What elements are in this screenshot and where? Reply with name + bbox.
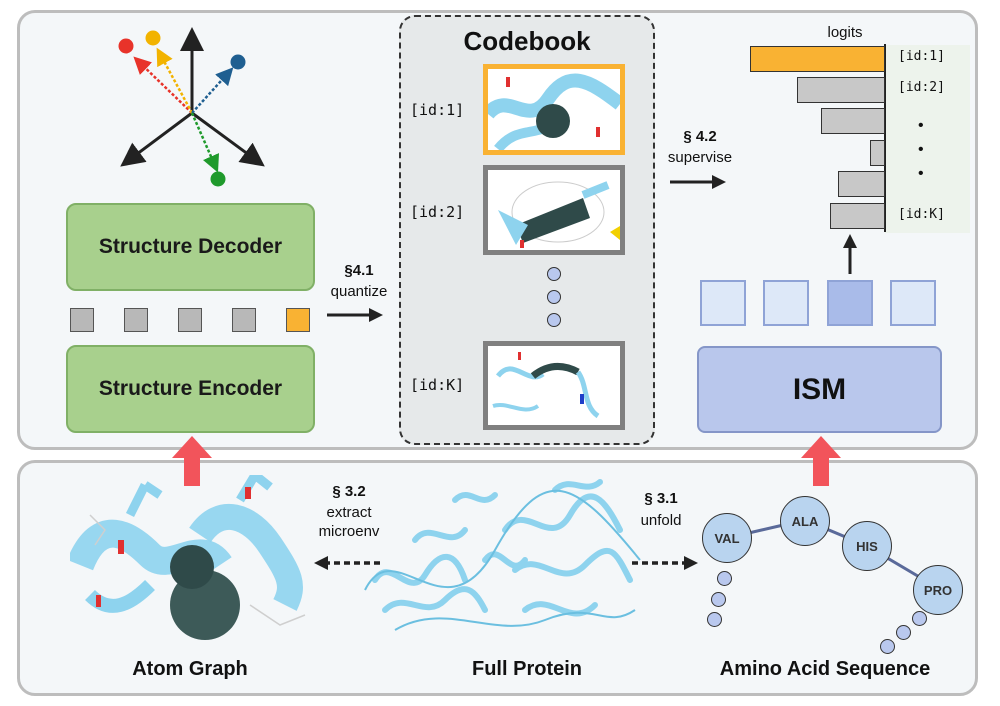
- extract-section: § 3.2: [332, 483, 366, 500]
- latent-token: [178, 308, 202, 332]
- quantize-section: §4.1: [344, 262, 374, 279]
- full-protein-title: Full Protein: [472, 658, 582, 680]
- logit-ellipsis-dot: •: [918, 141, 924, 158]
- structure-decoder-label: Structure Decoder: [98, 235, 283, 258]
- logits-title: logits: [827, 24, 863, 41]
- logit-bar-4: [870, 140, 885, 166]
- amino-acid-pro: PRO: [913, 565, 963, 615]
- ism-token: [890, 280, 936, 326]
- unfold-arrow: [632, 556, 698, 570]
- encoder-input-arrow: [172, 436, 212, 486]
- logit-ellipsis-dot: •: [918, 117, 924, 134]
- latent-token: [232, 308, 256, 332]
- quantize-label: quantize: [330, 283, 388, 300]
- codebook-id-1: [id:1]: [410, 101, 465, 119]
- logit-bar-k: [830, 203, 885, 229]
- latent-token: [70, 308, 94, 332]
- codebook-ellipsis-dot: [547, 267, 561, 281]
- amino-acid-his: HIS: [842, 521, 892, 571]
- axis-left: [120, 111, 193, 167]
- red-point: [118, 38, 134, 54]
- extract-arrow: [314, 556, 380, 570]
- codebook-entry-2: [483, 165, 625, 255]
- blue-point: [230, 54, 246, 70]
- codebook-id-k: [id:K]: [410, 376, 465, 394]
- codebook-entry-k: [483, 341, 625, 430]
- structure-thumbnail-k: [492, 352, 600, 419]
- amino-acid-sequence-title: Amino Acid Sequence: [719, 658, 931, 680]
- structure-decoder: Structure Decoder: [66, 203, 315, 291]
- supervise-label: supervise: [667, 149, 733, 166]
- supervise-section: § 4.2: [683, 128, 717, 145]
- amino-acid-ala: ALA: [780, 496, 830, 546]
- embedding-axes-diagram: [118, 27, 265, 187]
- structure-thumbnail-1: [488, 73, 620, 150]
- yellow-point: [145, 30, 161, 46]
- logit-bar-1: [750, 46, 885, 72]
- codebook-ellipsis-dot: [547, 290, 561, 304]
- logit-label-1: [id:1]: [898, 49, 945, 64]
- sequence-continuation-dot: [707, 612, 722, 627]
- unfold-label: unfold: [640, 512, 682, 529]
- latent-token: [124, 308, 148, 332]
- ism-token: [700, 280, 746, 326]
- supervise-arrow: [670, 175, 726, 189]
- sequence-continuation-dot: [711, 592, 726, 607]
- structure-encoder-label: Structure Encoder: [98, 377, 283, 400]
- sequence-continuation-dot: [896, 625, 911, 640]
- logit-label-2: [id:2]: [898, 80, 945, 95]
- structure-encoder: Structure Encoder: [66, 345, 315, 433]
- ism-input-arrow: [801, 436, 841, 486]
- codebook-ellipsis-dot: [547, 313, 561, 327]
- sequence-continuation-dot: [912, 611, 927, 626]
- logit-bar-2: [797, 77, 885, 103]
- extract-label-line1: extract: [326, 504, 372, 521]
- logit-ellipsis-dot: •: [918, 165, 924, 182]
- logit-label-k: [id:K]: [898, 207, 945, 222]
- ism-token: [763, 280, 809, 326]
- axis-right: [191, 111, 265, 167]
- codebook-entry-1: [483, 64, 625, 155]
- quantize-arrow: [327, 308, 383, 322]
- ism-token-selected: [827, 280, 873, 326]
- logit-bar-5: [838, 171, 885, 197]
- amino-acid-val: VAL: [702, 513, 752, 563]
- structure-thumbnail-2: [498, 181, 620, 248]
- green-point: [210, 171, 226, 187]
- logit-bar-3: [821, 108, 885, 134]
- atom-graph-title: Atom Graph: [132, 658, 248, 680]
- codebook-title: Codebook: [463, 26, 591, 56]
- ism-label: ISM: [792, 372, 847, 406]
- sequence-backbone: [726, 518, 939, 590]
- unfold-section: § 3.1: [644, 490, 678, 507]
- latent-token-selected: [286, 308, 310, 332]
- sequence-continuation-dot: [880, 639, 895, 654]
- ism-model-box: ISM: [697, 346, 942, 433]
- codebook-id-2: [id:2]: [410, 203, 465, 221]
- logits-row-band: [885, 45, 970, 233]
- extract-label-line2: microenv: [318, 523, 380, 540]
- atom-graph-image: [70, 475, 306, 640]
- full-protein-image: [364, 479, 641, 631]
- sequence-continuation-dot: [717, 571, 732, 586]
- logits-axis: [884, 44, 886, 232]
- ism-to-logits-arrow: [843, 234, 857, 274]
